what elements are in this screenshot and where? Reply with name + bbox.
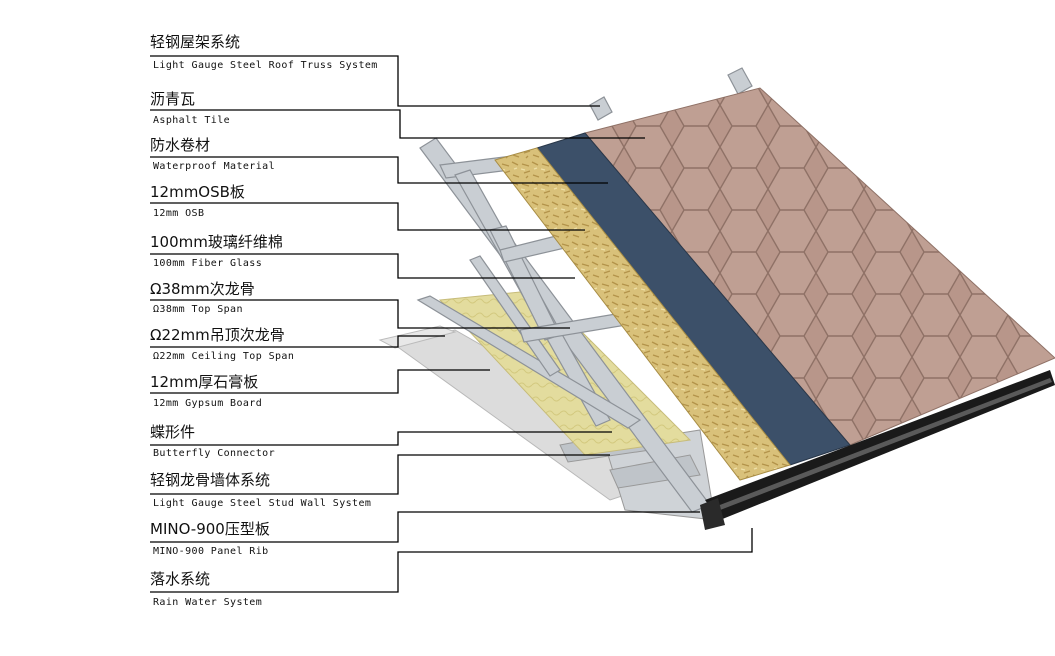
- osb-sheathing: [494, 147, 791, 481]
- label-ceilingspan-en: Ω22mm Ceiling Top Span: [153, 351, 295, 362]
- label-osb-cn: 12mmOSB板: [150, 183, 245, 201]
- label-rainwater-cn: 落水系统: [150, 570, 211, 588]
- leader-lines: [150, 55, 753, 593]
- rain-water-gutter: [700, 370, 1055, 530]
- label-gypsum-en: 12mm Gypsum Board: [153, 398, 263, 409]
- ceiling-span: [378, 325, 457, 349]
- label-rainwater-en: Rain Water System: [153, 597, 263, 608]
- label-studwall-en: Light Gauge Steel Stud Wall System: [153, 498, 372, 509]
- label-waterproof-cn: 防水卷材: [150, 136, 211, 154]
- label-butterfly-en: Butterfly Connector: [153, 448, 275, 459]
- label-asphalt-en: Asphalt Tile: [153, 115, 231, 126]
- label-gypsum-cn: 12mm厚石膏板: [150, 373, 259, 391]
- label-waterproof-en: Waterproof Material: [153, 161, 275, 172]
- label-mino-en: MINO-900 Panel Rib: [153, 546, 269, 557]
- label-butterfly-cn: 蝶形件: [150, 423, 196, 441]
- roof-truss: [416, 67, 753, 513]
- label-fiberglass-cn: 100mm玻璃纤维棉: [150, 233, 283, 251]
- label-topspan-en: Ω38mm Top Span: [153, 304, 243, 315]
- label-osb-en: 12mm OSB: [153, 208, 205, 219]
- label-fiberglass-en: 100mm Fiber Glass: [153, 258, 263, 269]
- label-truss-en: Light Gauge Steel Roof Truss System: [153, 60, 378, 71]
- label-topspan-cn: Ω38mm次龙骨: [150, 280, 255, 298]
- label-mino-cn: MINO-900压型板: [150, 520, 270, 538]
- label-studwall-cn: 轻钢龙骨墙体系统: [150, 471, 271, 489]
- label-asphalt-cn: 沥青瓦: [150, 90, 196, 108]
- label-truss-cn: 轻钢屋架系统: [150, 33, 241, 51]
- label-ceilingspan-cn: Ω22mm吊顶次龙骨: [150, 326, 285, 344]
